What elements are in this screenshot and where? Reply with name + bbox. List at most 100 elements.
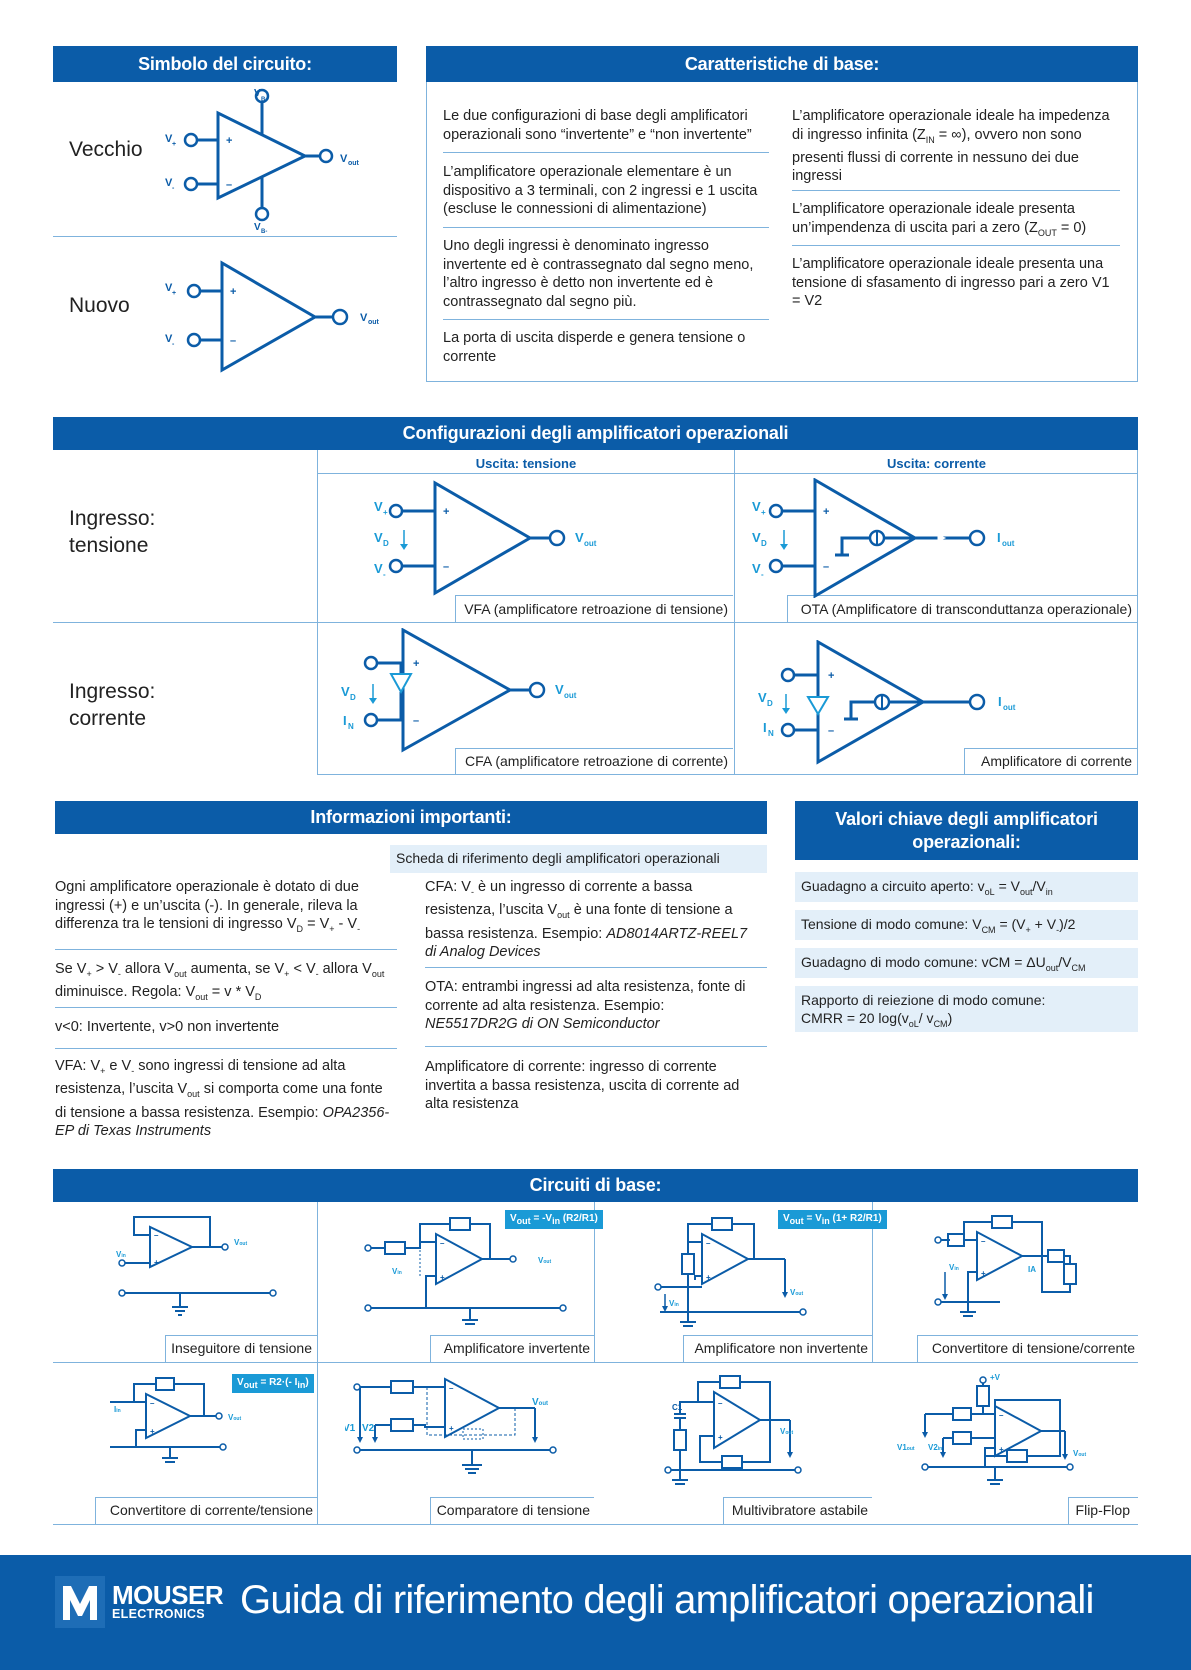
svg-text:Vout: Vout	[790, 1288, 803, 1297]
symbol-divider	[53, 236, 397, 237]
svg-text:–: –	[999, 1411, 1004, 1420]
configs-frame	[317, 450, 1138, 775]
circuit-inverting-amp: Amplificatore invertente	[443, 1340, 590, 1356]
mouser-logo-icon	[55, 1576, 105, 1628]
svg-text:V: V	[254, 222, 261, 233]
svg-text:-: -	[383, 570, 386, 579]
svg-text:Iin: Iin	[114, 1405, 121, 1414]
row-current-input: Ingresso: corrente	[69, 680, 156, 730]
info-p3: v<0: Invertente, v>0 non invertente	[55, 1019, 280, 1035]
svg-text:B+: B+	[261, 97, 269, 103]
svg-text:V: V	[374, 561, 383, 576]
circuit-v-to-i-converter: Convertitore di tensione/corrente	[931, 1340, 1135, 1356]
svg-text:V: V	[374, 530, 383, 545]
svg-text:V: V	[341, 684, 350, 699]
circuit-voltage-comparator: Comparatore di tensione	[436, 1502, 590, 1518]
svg-text:+V: +V	[990, 1373, 1001, 1382]
svg-text:+: +	[230, 286, 236, 298]
svg-text:+: +	[413, 658, 419, 670]
brand-name: MOUSER	[112, 1580, 224, 1610]
info-p1: Ogni amplificatore operazionale è dotato…	[55, 879, 361, 934]
svg-text:Vout: Vout	[1073, 1449, 1086, 1458]
svg-text:+: +	[172, 290, 176, 297]
footer-bar	[0, 1555, 1191, 1670]
svg-text:I: I	[763, 720, 767, 735]
svg-text:+: +	[440, 1273, 445, 1282]
basics-right-2: L’amplificatore operazionale ideale pres…	[792, 201, 1087, 238]
svg-text:C1: C1	[672, 1403, 683, 1412]
kv-common-mode-voltage: Tensione di modo comune: VCM = (V+ + V-)…	[795, 910, 1138, 940]
old-symbol-label: Vecchio	[69, 138, 143, 161]
configs-header: Configurazioni degli amplificatori opera…	[53, 417, 1138, 450]
svg-text:Vin: Vin	[669, 1299, 679, 1308]
svg-text:–: –	[718, 1399, 723, 1408]
svg-text:Vout: Vout	[532, 1397, 548, 1408]
info-ota: OTA: entrambi ingressi ad alta resistenz…	[425, 979, 746, 1032]
new-symbol-label: Nuovo	[69, 294, 130, 317]
vfa-caption: VFA (amplificatore retroazione di tensio…	[464, 601, 728, 617]
svg-text:Vout: Vout	[228, 1413, 241, 1422]
svg-text:–: –	[150, 1399, 155, 1408]
svg-text:+: +	[981, 1269, 986, 1278]
svg-text:+: +	[706, 1273, 711, 1282]
svg-text:out: out	[584, 539, 597, 548]
astable-multivibrator-diagram: –+C1 Vout	[664, 1375, 802, 1485]
svg-text:+: +	[761, 508, 766, 517]
current-amp-caption: Amplificatore di corrente	[981, 753, 1132, 769]
svg-text:–: –	[443, 561, 449, 573]
svg-text:+: +	[226, 135, 232, 147]
symbol-header: Simbolo del circuito:	[53, 46, 397, 82]
svg-text:V: V	[374, 499, 383, 514]
kv-common-mode-gain: Guadagno di modo comune: vCM = ΔUout/VCM	[795, 948, 1138, 978]
svg-text:D: D	[383, 539, 389, 548]
svg-text:–: –	[449, 1384, 454, 1393]
svg-text:V: V	[575, 530, 584, 545]
brand-subtitle: ELECTRONICS	[112, 1607, 205, 1621]
svg-text:out: out	[348, 160, 360, 167]
svg-text:V2: V2	[362, 1423, 375, 1434]
svg-text:+: +	[823, 506, 829, 518]
svg-text:Vin: Vin	[116, 1250, 126, 1259]
col-current-output: Uscita: corrente	[887, 456, 986, 471]
basics-frame	[426, 82, 1138, 382]
i-to-v-formula-chip: Vout = R2·(- Iin)	[232, 1374, 314, 1393]
svg-text:+: +	[828, 670, 834, 682]
circuits-header: Circuiti di base:	[53, 1169, 1138, 1202]
circuit-astable-multivibrator: Multivibratore astabile	[731, 1502, 868, 1518]
svg-text:–: –	[226, 179, 232, 191]
basics-header: Caratteristiche di base:	[426, 46, 1138, 82]
svg-text:B-: B-	[261, 229, 267, 233]
svg-text:I: I	[343, 713, 347, 728]
svg-text:-: -	[172, 341, 175, 348]
key-values-header: Valori chiave degli amplificatori operaz…	[795, 801, 1138, 860]
svg-text:V: V	[254, 88, 261, 99]
svg-text:Vin: Vin	[392, 1267, 402, 1276]
svg-text:-: -	[761, 570, 764, 579]
svg-text:V: V	[758, 690, 767, 705]
svg-text:-: -	[172, 185, 175, 192]
kv-cmrr: Rapporto di reiezione di modo comune:CMR…	[795, 986, 1138, 1032]
svg-text:Vout: Vout	[234, 1238, 247, 1247]
svg-text:out: out	[564, 691, 577, 700]
svg-text:out: out	[1002, 539, 1015, 548]
svg-text:+: +	[443, 506, 449, 518]
svg-text:+: +	[999, 1445, 1004, 1454]
svg-text:D: D	[761, 539, 767, 548]
svg-text:+: +	[150, 1427, 155, 1436]
info-cfa: CFA: V- è un ingresso di corrente a bass…	[425, 879, 748, 961]
svg-text:V: V	[165, 333, 173, 345]
basics-right-1: L’amplificatore operazionale ideale ha i…	[792, 108, 1110, 185]
svg-text:+: +	[449, 1424, 454, 1433]
info-vfa: VFA: V+ e V- sono ingressi di tensione a…	[55, 1058, 390, 1140]
svg-text:V2in: V2in	[928, 1443, 942, 1452]
basics-left-3: Uno degli ingressi è denominato ingresso…	[443, 238, 754, 310]
svg-text:+: +	[172, 141, 176, 148]
svg-text:–: –	[823, 561, 829, 573]
